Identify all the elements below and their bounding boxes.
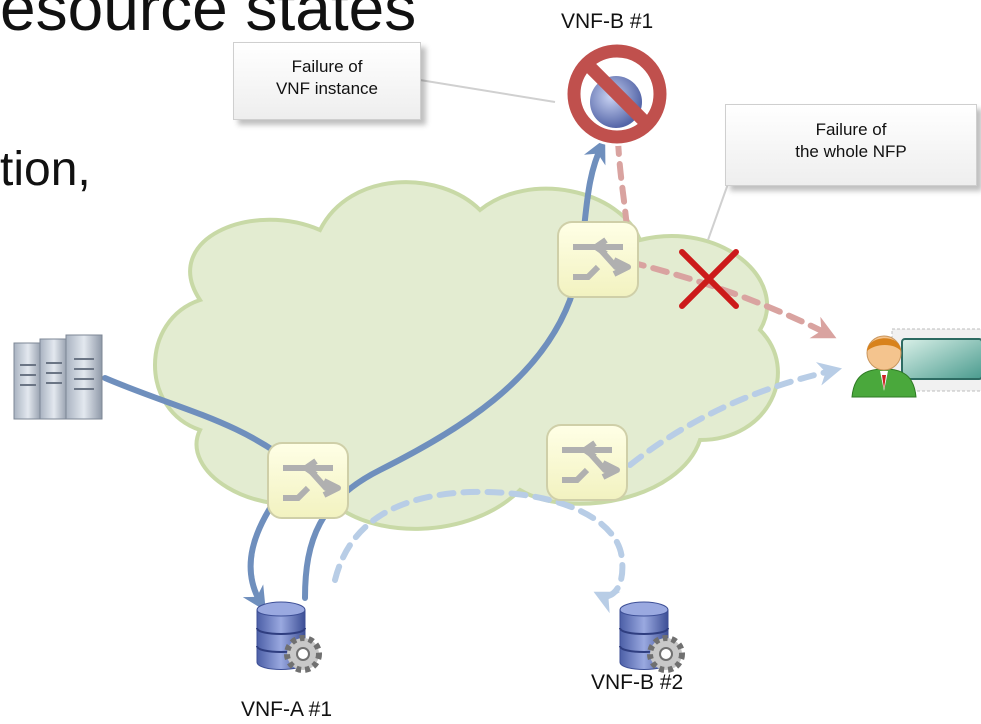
network-switch-icon	[267, 442, 349, 519]
user-terminal-icon	[851, 328, 981, 398]
server-rack-icon	[13, 334, 103, 420]
backup-path-to-vnf-b2	[332, 488, 626, 614]
failed-path-to-user	[627, 259, 837, 339]
node-label-vnf-b2: VNF-B #2	[591, 671, 684, 694]
callout-line: Failure of	[815, 120, 887, 139]
red-x-icon	[679, 249, 739, 309]
network-switch-icon	[546, 424, 628, 501]
prohibited-sign-icon	[565, 42, 669, 146]
callout-nfp-failure: Failure of the whole NFP	[725, 104, 977, 186]
slide-heading-fragment: esource states	[0, 0, 417, 44]
database-gear-icon	[619, 601, 685, 673]
backup-path-to-user	[627, 362, 843, 468]
callout-line: the whole NFP	[795, 142, 907, 161]
database-gear-icon	[256, 601, 322, 673]
callout-vnf-instance-failure: Failure of VNF instance	[233, 42, 421, 120]
network-cloud	[153, 180, 780, 531]
callout-pointer-vnf-failure	[419, 79, 556, 103]
callout-line: VNF instance	[275, 79, 379, 98]
network-switch-icon	[557, 221, 639, 298]
slide-body-fragment: tion,	[0, 143, 91, 196]
callout-line: Failure of	[291, 57, 363, 76]
node-label-vnf-a1: VNF-A #1	[241, 698, 333, 721]
node-label-vnf-b1: VNF-B #1	[561, 10, 654, 33]
